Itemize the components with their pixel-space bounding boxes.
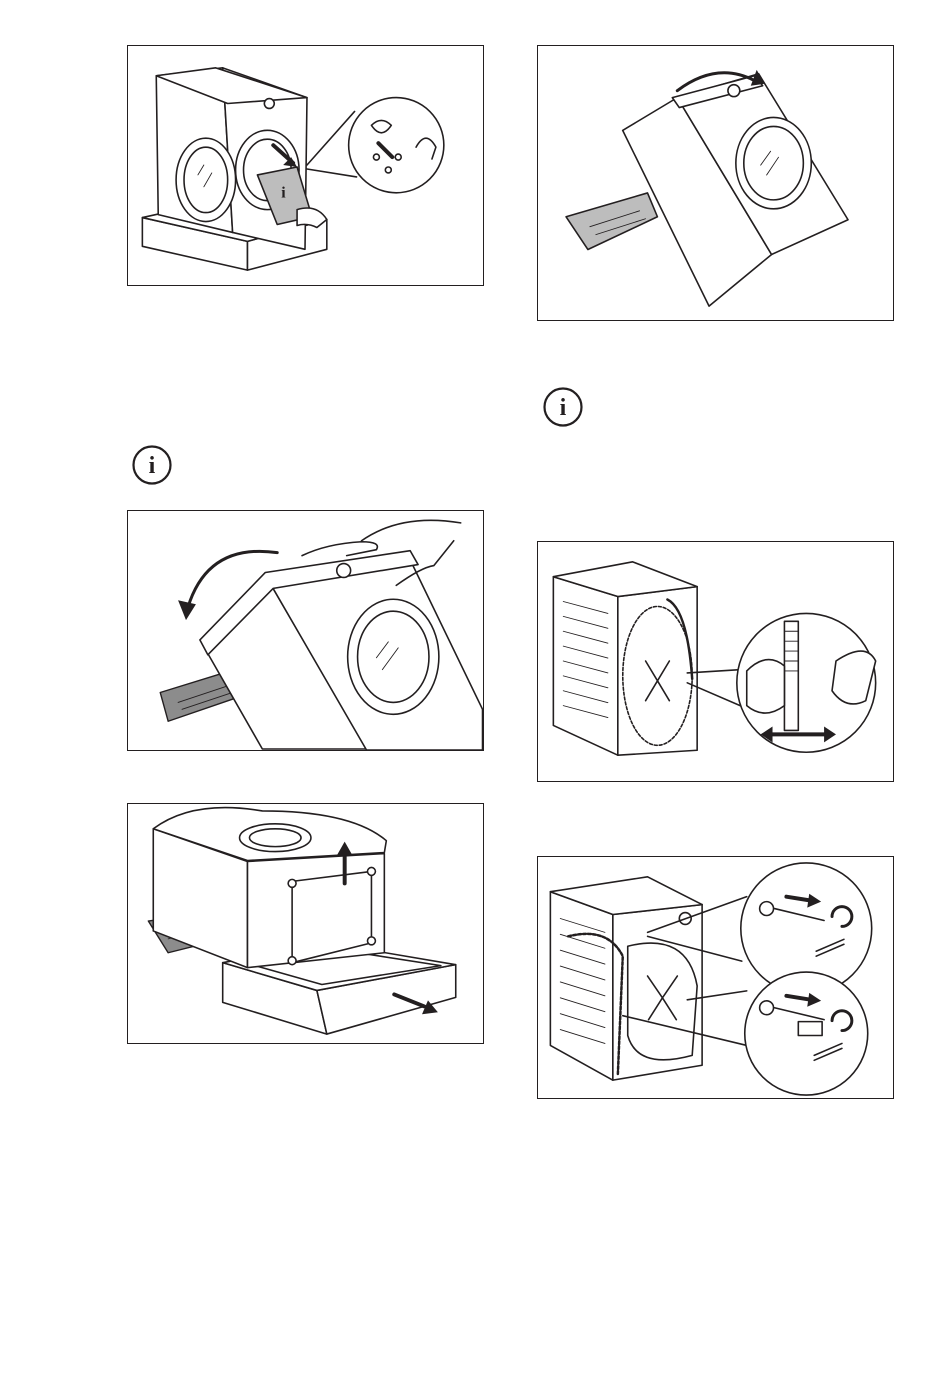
figure-open-door-remove-packaging: i [127,45,484,286]
info-icon: i [542,386,584,428]
remove-base-illustration [128,804,483,1043]
tilted-machine-illustration [538,46,893,320]
hose-clamp-illustration [538,542,893,781]
figure-lay-down-backward [127,510,484,751]
figure-remove-hose-clamps [537,541,894,782]
transit-bolts-illustration [538,857,893,1098]
svg-text:i: i [281,185,286,202]
washing-machine-illustration: i [128,46,483,285]
machine-lay-down-illustration [128,511,483,750]
info-glyph: i [149,453,156,479]
figure-tilt-backward [537,45,894,321]
figure-remove-base [127,803,484,1044]
info-icon: i [131,444,173,486]
figure-remove-transit-bolts [537,856,894,1099]
info-glyph: i [560,395,567,421]
